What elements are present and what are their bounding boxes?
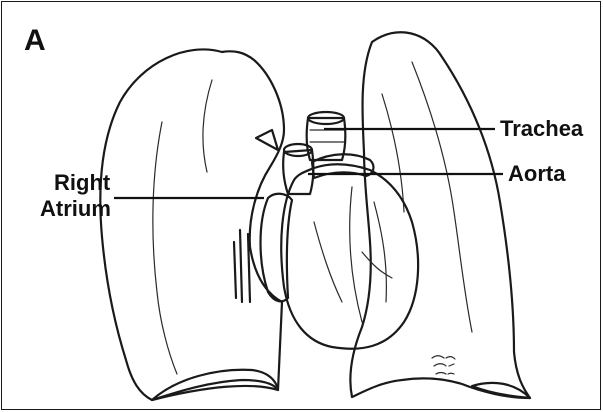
panel-letter: A	[24, 26, 46, 56]
trachea-label: Trachea	[500, 118, 583, 140]
aorta-label: Aorta	[508, 163, 565, 185]
artist-signature	[432, 356, 455, 374]
right-atrium-shape	[261, 194, 293, 302]
heart	[281, 164, 418, 348]
right-lung	[100, 49, 284, 400]
right-atrium-label-line1: Right	[54, 172, 110, 194]
right-atrium-label-line2: Atrium	[40, 198, 111, 220]
